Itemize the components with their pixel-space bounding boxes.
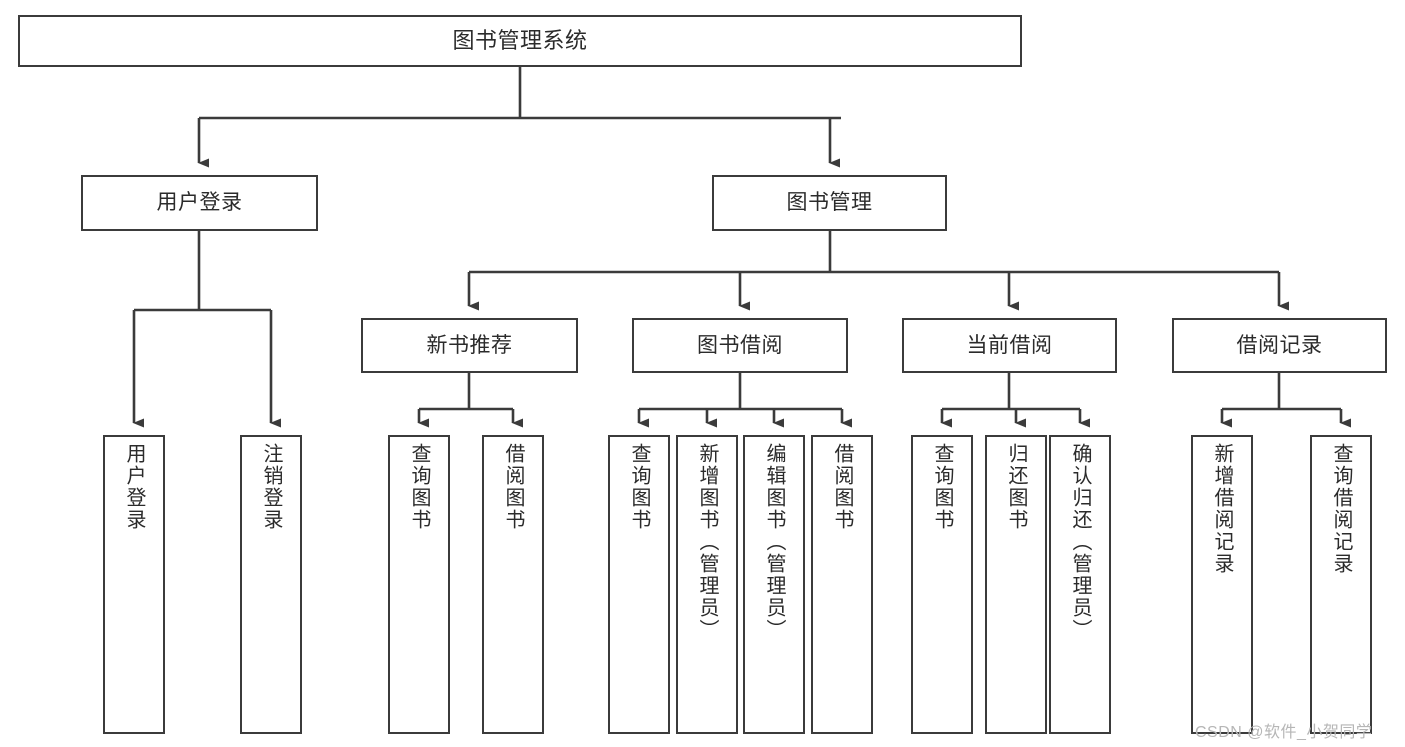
node-user-login[interactable]: 用户登录 [81, 175, 318, 231]
csdn-watermark: CSDN @软件_小贺同学 [1195, 724, 1373, 741]
node-book-management-label: 图书管理 [786, 191, 873, 215]
node-current-borrow[interactable]: 当前借阅 [902, 318, 1117, 373]
node-leaf-borrow-book-1-label: 借阅图书 [502, 443, 524, 531]
node-leaf-query-book-2[interactable]: 查询图书 [608, 435, 670, 734]
node-leaf-add-book-label: 新增图书（管理员） [696, 443, 718, 641]
node-book-borrow[interactable]: 图书借阅 [632, 318, 848, 373]
node-current-borrow-label: 当前借阅 [966, 333, 1053, 357]
node-leaf-borrow-book-1[interactable]: 借阅图书 [482, 435, 544, 734]
node-leaf-user-login[interactable]: 用户登录 [103, 435, 165, 734]
node-leaf-user-login-label: 用户登录 [123, 443, 145, 531]
node-root-label: 图书管理系统 [452, 27, 588, 53]
node-leaf-query-book-2-label: 查询图书 [628, 443, 650, 531]
node-leaf-query-book-1-label: 查询图书 [408, 443, 430, 531]
node-user-login-label: 用户登录 [156, 191, 243, 215]
node-leaf-logout-login-label: 注销登录 [260, 443, 282, 531]
node-leaf-add-borrow-record[interactable]: 新增借阅记录 [1191, 435, 1253, 734]
node-leaf-add-book[interactable]: 新增图书（管理员） [676, 435, 738, 734]
node-leaf-confirm-return[interactable]: 确认归还（管理员） [1049, 435, 1111, 734]
node-borrow-record-label: 借阅记录 [1236, 333, 1323, 357]
node-leaf-return-book-label: 归还图书 [1005, 443, 1027, 531]
node-leaf-query-borrow-record[interactable]: 查询借阅记录 [1310, 435, 1372, 734]
node-leaf-add-borrow-record-label: 新增借阅记录 [1211, 443, 1233, 575]
node-new-book-recommend-label: 新书推荐 [426, 333, 513, 357]
node-leaf-query-book-3-label: 查询图书 [931, 443, 953, 531]
node-leaf-return-book[interactable]: 归还图书 [985, 435, 1047, 734]
node-leaf-query-book-1[interactable]: 查询图书 [388, 435, 450, 734]
node-root[interactable]: 图书管理系统 [18, 15, 1022, 67]
node-new-book-recommend[interactable]: 新书推荐 [361, 318, 578, 373]
node-leaf-edit-book[interactable]: 编辑图书（管理员） [743, 435, 805, 734]
node-book-borrow-label: 图书借阅 [697, 333, 783, 357]
node-leaf-borrow-book-2[interactable]: 借阅图书 [811, 435, 873, 734]
node-borrow-record[interactable]: 借阅记录 [1172, 318, 1387, 373]
node-leaf-query-book-3[interactable]: 查询图书 [911, 435, 973, 734]
node-leaf-borrow-book-2-label: 借阅图书 [831, 443, 853, 531]
node-leaf-logout-login[interactable]: 注销登录 [240, 435, 302, 734]
node-leaf-confirm-return-label: 确认归还（管理员） [1069, 443, 1091, 641]
node-leaf-query-borrow-record-label: 查询借阅记录 [1330, 443, 1352, 575]
node-leaf-edit-book-label: 编辑图书（管理员） [763, 443, 785, 641]
node-book-management[interactable]: 图书管理 [712, 175, 947, 231]
